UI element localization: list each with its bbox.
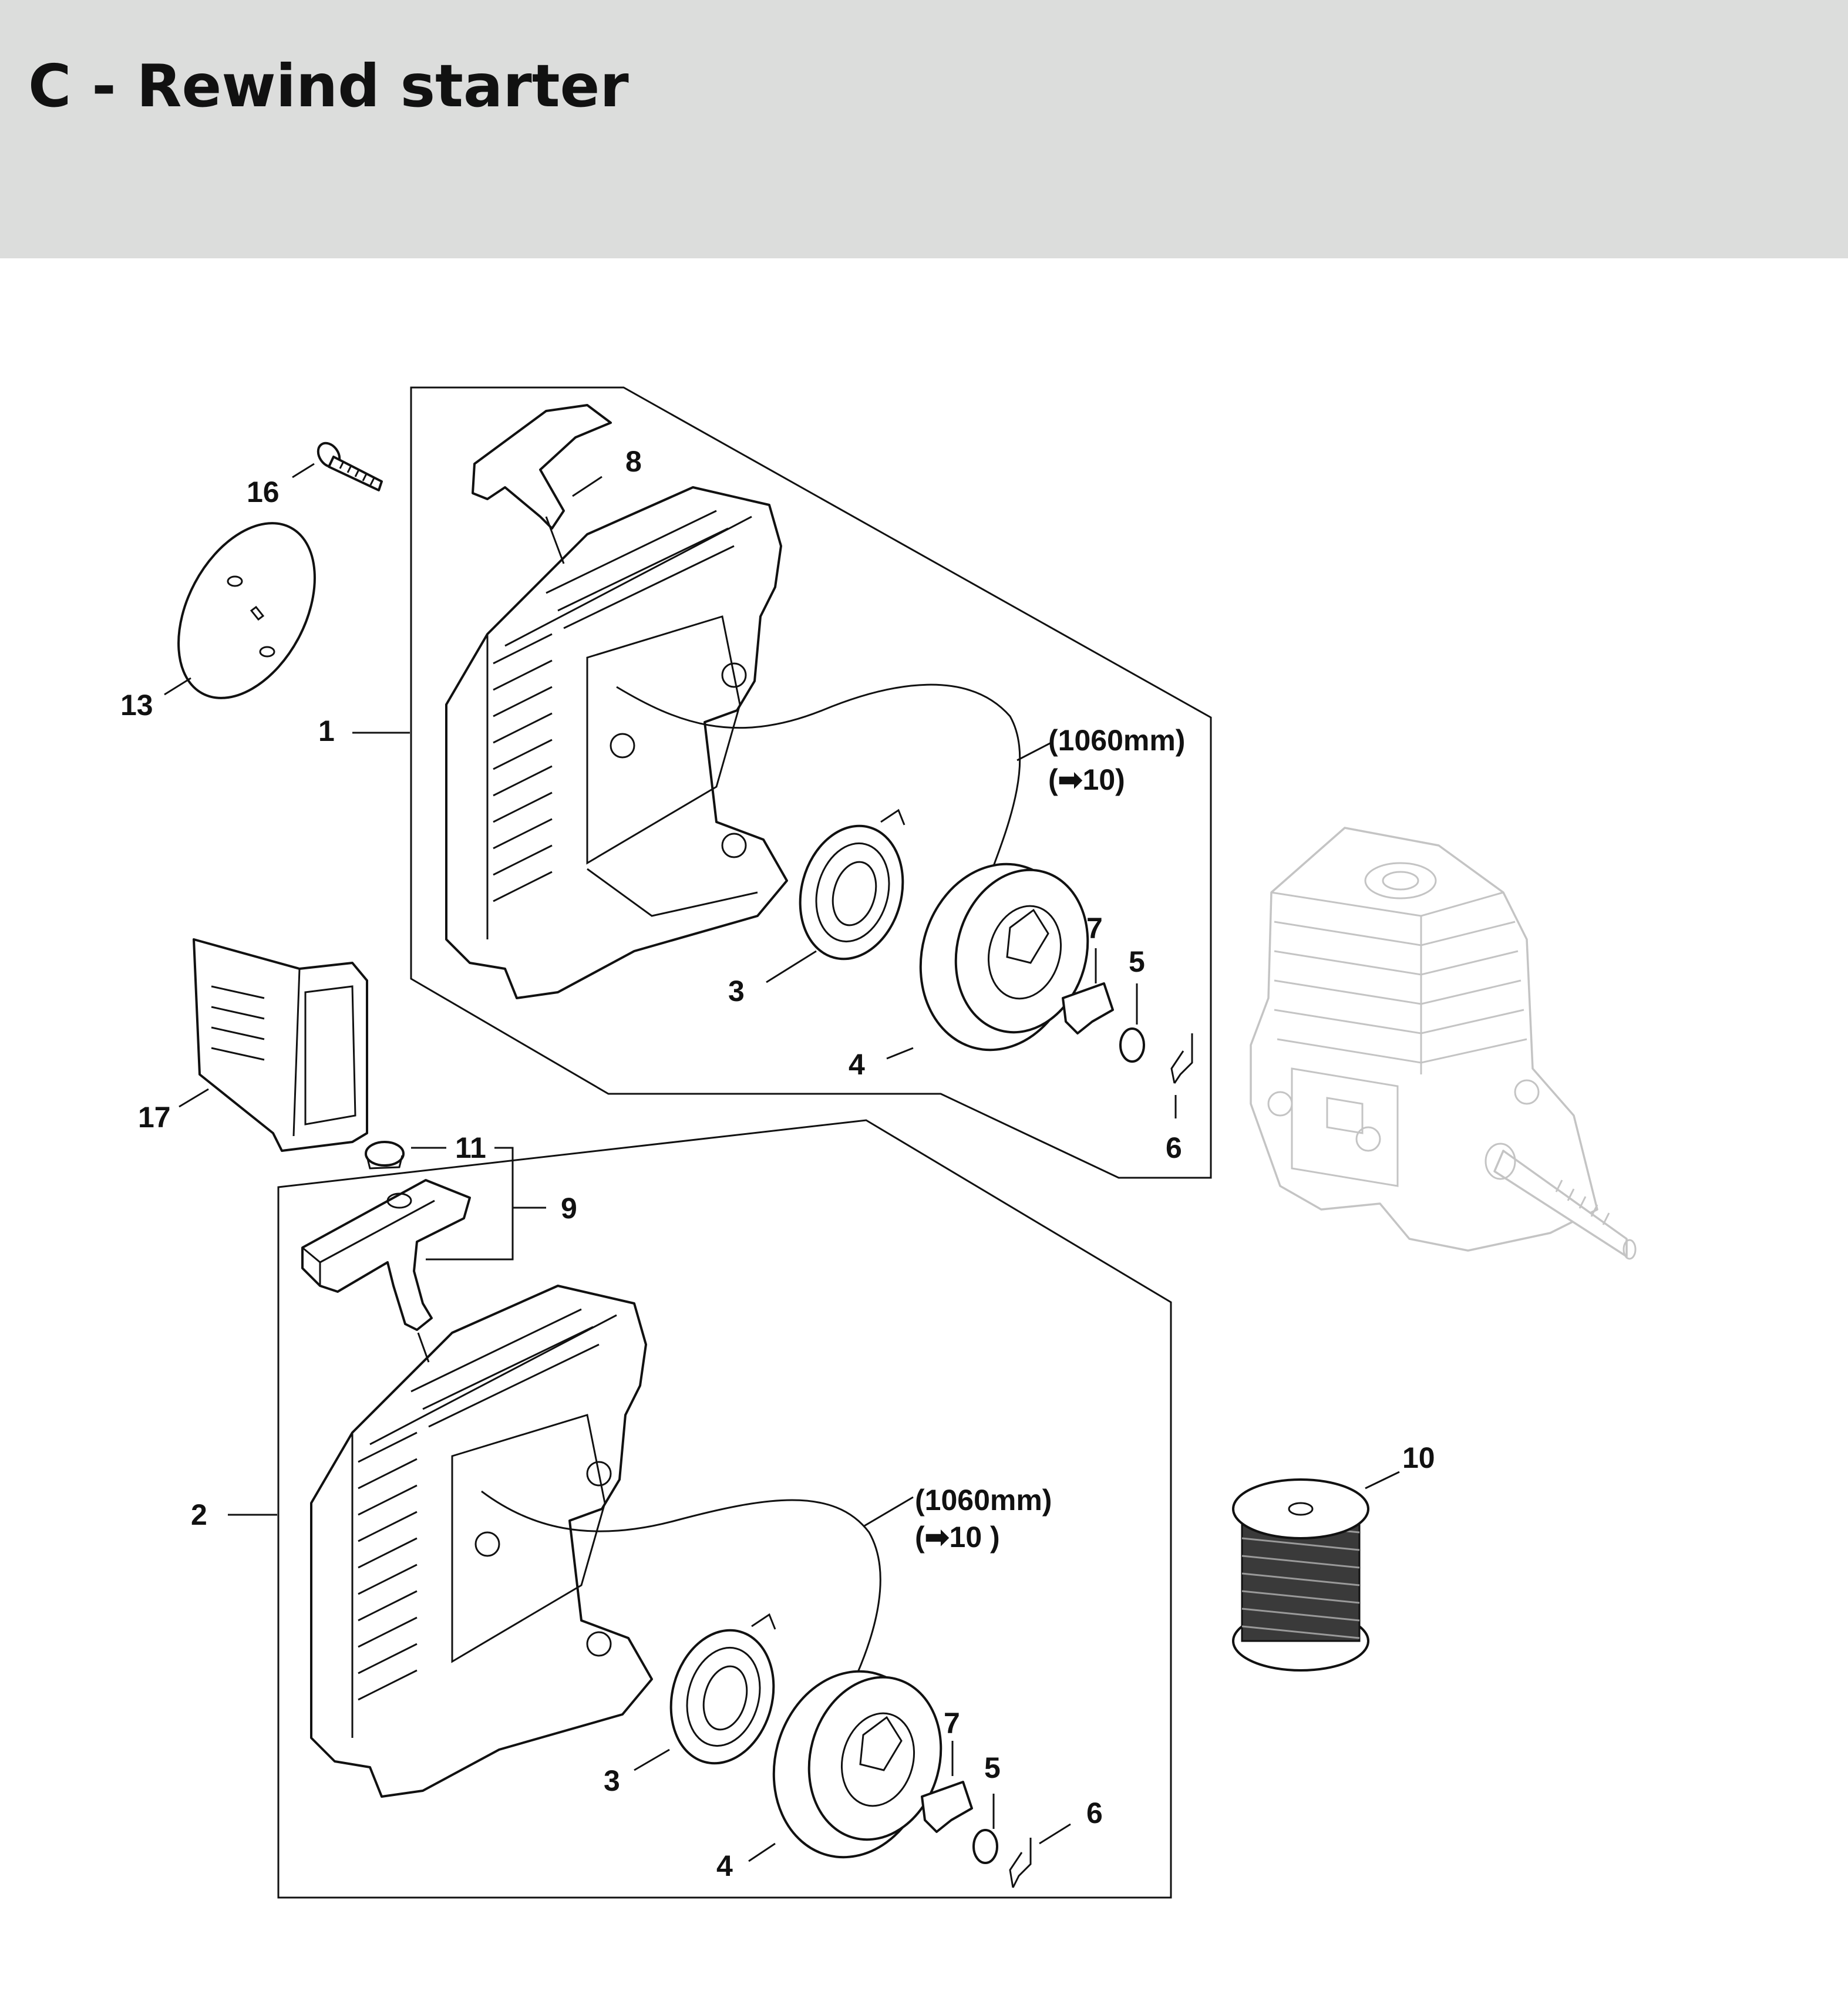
- cap-part-11: [365, 1141, 405, 1170]
- screw-part-16: [317, 442, 383, 491]
- rope-spool-part-10: [1232, 1478, 1369, 1672]
- callout-8: 8: [625, 445, 642, 478]
- washer-part-5-b: [972, 1829, 998, 1864]
- rope-rotor-part-4-a: [919, 862, 1089, 1052]
- rewind-spring-part-3-a: [799, 808, 906, 961]
- callout-16: 16: [247, 476, 280, 508]
- header-bar: C - Rewind starter: [0, 0, 1848, 258]
- callout-9: 9: [561, 1192, 577, 1225]
- callout-13: 13: [120, 689, 153, 722]
- callout-5-b: 5: [984, 1751, 1001, 1784]
- callout-7-a: 7: [1086, 912, 1103, 945]
- callout-4-b: 4: [716, 1849, 733, 1882]
- spring-clip-part-6-b: [1009, 1838, 1032, 1888]
- starter-rope-b: [481, 1490, 881, 1674]
- intake-cover-part-17: [193, 938, 368, 1152]
- callout-6-a: 6: [1166, 1131, 1182, 1164]
- starter-housing-part-2: [310, 1285, 653, 1798]
- rope-length-note-a: (1060mm): [1048, 724, 1185, 757]
- starter-housing-part-1: [445, 486, 788, 999]
- assembly-outline-2: [277, 1119, 1172, 1899]
- callout-5-a: 5: [1129, 945, 1145, 978]
- callout-10: 10: [1402, 1441, 1435, 1474]
- callout-4-a: 4: [849, 1048, 865, 1081]
- rewind-spring-part-3-b: [669, 1613, 776, 1765]
- start-handle-part-8: [472, 404, 612, 564]
- cover-plate-part-13: [177, 522, 316, 699]
- callout-2: 2: [191, 1498, 207, 1531]
- page-title: C - Rewind starter: [28, 52, 629, 120]
- callout-11: 11: [455, 1131, 486, 1164]
- rope-length-note-b: (1060mm): [915, 1484, 1052, 1517]
- rope-reference-note-a: (➡10): [1048, 763, 1125, 796]
- leader-lines: [164, 463, 1400, 1862]
- rope-rotor-part-4-b: [772, 1670, 942, 1859]
- callout-6-b: 6: [1086, 1797, 1103, 1829]
- starter-rope-a: [616, 683, 1021, 870]
- rope-reference-note-b: (➡10 ): [915, 1521, 1000, 1554]
- start-handle-part-9: [301, 1179, 471, 1363]
- callout-17: 17: [138, 1101, 171, 1134]
- pawl-part-7-b: [921, 1781, 973, 1833]
- assembly-outline-1: [410, 386, 1212, 1179]
- callout-7-b: 7: [944, 1707, 960, 1740]
- spring-clip-part-6-a: [1170, 1033, 1193, 1084]
- pawl-part-7-a: [1062, 982, 1114, 1035]
- callout-3-a: 3: [728, 975, 745, 1008]
- engine-reference-drawing: [1250, 827, 1637, 1260]
- callout-1: 1: [318, 715, 335, 747]
- callout-3-b: 3: [604, 1764, 620, 1797]
- washer-part-5-a: [1119, 1027, 1145, 1063]
